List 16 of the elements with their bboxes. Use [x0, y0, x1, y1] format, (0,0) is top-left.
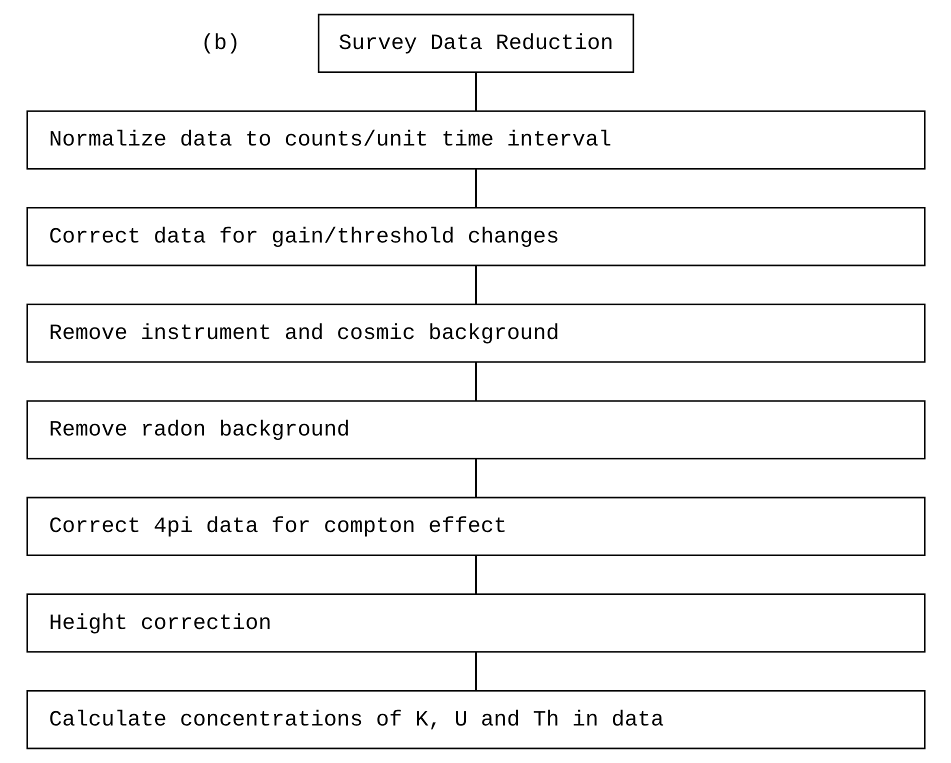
node-box: Calculate concentrations of K, U and Th in data: [26, 690, 926, 750]
connector: [474, 362, 476, 401]
connector: [474, 169, 476, 208]
node-box: Remove radon background: [26, 400, 926, 460]
label: (b): [200, 31, 240, 56]
connector: [474, 266, 476, 304]
connector: [474, 72, 476, 111]
node-box: Survey Data Reduction: [317, 14, 634, 73]
node-box: Correct 4pi data for compton effect: [26, 496, 926, 556]
node-box: Normalize data to counts/unit time interval: [26, 110, 926, 170]
node-box: Correct data for gain/threshold changes: [26, 206, 926, 266]
node-box: Height correction: [26, 593, 926, 653]
connector: [474, 652, 476, 690]
connector: [474, 458, 476, 498]
connector: [474, 556, 476, 594]
node-box: Remove instrument and cosmic background: [26, 304, 926, 363]
